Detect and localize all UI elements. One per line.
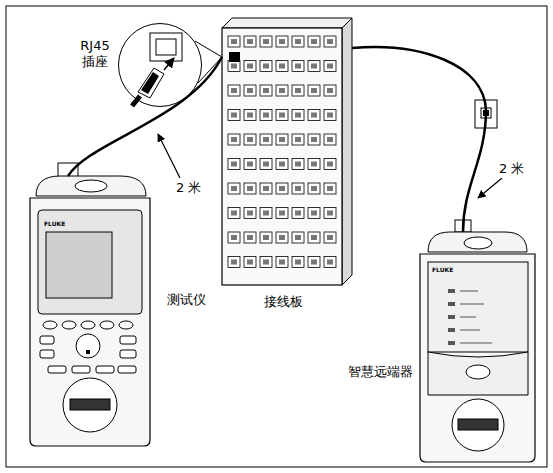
patch-panel [222,18,352,285]
brand-label: FLUKE [432,267,453,273]
length-label: 2 米 [497,160,526,178]
callout-label: RJ45 插座 [75,38,115,71]
tester-box: 测试仪 [30,176,150,446]
tester-device [30,163,150,446]
leader-arrow [158,134,180,178]
leader-arrow [478,178,502,198]
cable-connector [68,57,222,176]
cable-connector [352,47,486,232]
callout-circle: RJ45 插座 [118,23,202,107]
brand-label: FLUKE [44,221,65,227]
patch-panel-box: 接线板 [222,18,352,285]
length-label: 2 米 [174,179,203,197]
remote-device [420,220,535,462]
remote-label: 智慧远端器 [348,364,413,380]
cable-connector [195,41,222,83]
panel-label: 接线板 [264,294,303,310]
tester-label: 测试仪 [167,292,206,308]
rj45-jack-detail [132,33,182,106]
